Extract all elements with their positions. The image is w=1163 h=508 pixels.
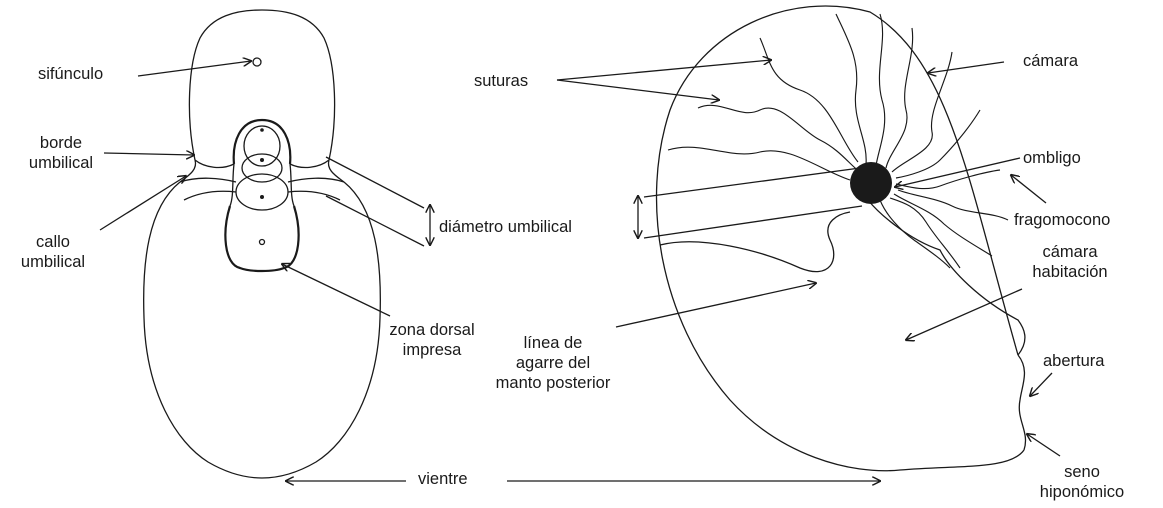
label-fragmocono: fragomocono	[1014, 211, 1111, 229]
label-abertura: abertura	[1043, 352, 1105, 370]
suture	[897, 189, 1009, 221]
cross-section-figure	[143, 9, 381, 479]
arrow-linea	[615, 283, 816, 328]
label-vientre: vientre	[418, 470, 468, 488]
inner-whorl-1	[243, 125, 281, 167]
umbilical-guide-lower-left	[325, 195, 425, 247]
inner-whorl-3	[235, 173, 289, 211]
label-borde-line-1: borde	[39, 134, 83, 152]
phragmocone-boundary	[659, 211, 851, 273]
inner-whorl-sides	[229, 163, 295, 207]
label-camara-habitacion: cámara habitación	[1018, 242, 1122, 282]
umbilical-bridge-left	[179, 177, 237, 201]
label-camara-habitacion-line-1: cámara	[1042, 243, 1098, 261]
label-seno-hiponomico: seno hiponómico	[1030, 462, 1134, 502]
suture	[895, 169, 1001, 190]
suture	[893, 193, 993, 257]
upper-whorl-outline	[188, 9, 336, 161]
label-diametro-umbilical: diámetro umbilical	[439, 218, 572, 236]
label-seno-line-2: hiponómico	[1039, 483, 1125, 501]
arrow-borde	[103, 153, 194, 155]
label-callo-umbilical: callo umbilical	[10, 232, 96, 272]
umbilical-guide-upper-left	[325, 156, 425, 209]
label-suturas: suturas	[474, 72, 529, 90]
dorsal-zone-bold-outline	[224, 205, 300, 273]
label-callo-line-1: callo	[36, 233, 70, 251]
label-borde-umbilical: borde umbilical	[18, 133, 104, 173]
label-linea-agarre: línea de agarre del manto posterior	[478, 333, 628, 393]
arrow-seno	[1027, 434, 1061, 457]
suture	[891, 51, 953, 173]
living-chamber-outline	[867, 199, 1026, 356]
arrow-fragmocono	[1011, 175, 1047, 204]
arrow-suturas-1	[556, 60, 771, 81]
suture	[759, 37, 859, 163]
label-linea-line-1: línea de	[523, 334, 583, 352]
siphuncle-dot-5	[258, 238, 266, 246]
umbilical-bridge-right	[287, 177, 345, 201]
inner-whorl-2	[241, 153, 283, 183]
label-borde-line-2: umbilical	[28, 154, 94, 172]
label-sifunculo: sifúnculo	[38, 65, 104, 83]
label-seno-line-1: seno	[1064, 463, 1100, 481]
label-callo-line-2: umbilical	[20, 253, 86, 271]
suture	[875, 13, 886, 167]
left-shoulder	[179, 159, 235, 183]
arrow-camara-habitacion	[906, 288, 1023, 340]
arrow-zona	[282, 264, 391, 317]
suture	[895, 109, 981, 179]
label-camara-habitacion-line-2: habitación	[1032, 263, 1108, 281]
label-linea-line-3: manto posterior	[495, 374, 611, 392]
label-zona-dorsal: zona dorsal impresa	[372, 320, 492, 360]
arrows	[99, 60, 1061, 481]
arrow-suturas-2	[556, 79, 719, 100]
shell-outer-outline	[655, 5, 1025, 472]
label-ombligo: ombligo	[1023, 149, 1081, 167]
aperture-outline	[1017, 354, 1027, 451]
arrow-ombligo	[895, 157, 1021, 187]
suture	[889, 197, 961, 269]
arrow-camara	[928, 61, 1005, 73]
siphuncle-dot-4	[260, 195, 264, 199]
label-zona-line-2: impresa	[402, 341, 462, 359]
label-linea-line-2: agarre del	[515, 354, 591, 372]
suture	[835, 13, 867, 165]
suture	[667, 146, 851, 181]
lower-whorl-outline	[143, 181, 381, 479]
siphuncle-dot-3	[260, 158, 264, 162]
arrow-abertura	[1030, 372, 1053, 396]
arrow-callo	[99, 176, 186, 231]
right-shoulder	[289, 159, 345, 183]
label-camara: cámara	[1023, 52, 1079, 70]
siphuncle-dot	[252, 57, 262, 67]
suture	[879, 199, 951, 269]
suture	[697, 104, 861, 173]
siphuncle-dot-2	[260, 128, 264, 132]
umbilical-guide-lower-right	[643, 205, 863, 239]
inner-whorl-bold-outline	[232, 118, 292, 165]
label-zona-line-1: zona dorsal	[389, 321, 475, 339]
umbilical-guide-upper-right	[643, 167, 861, 198]
arrow-sifunculo	[137, 61, 251, 77]
umbilicus-dot	[850, 162, 892, 204]
suture	[885, 27, 914, 169]
lateral-view-figure	[655, 5, 1027, 472]
